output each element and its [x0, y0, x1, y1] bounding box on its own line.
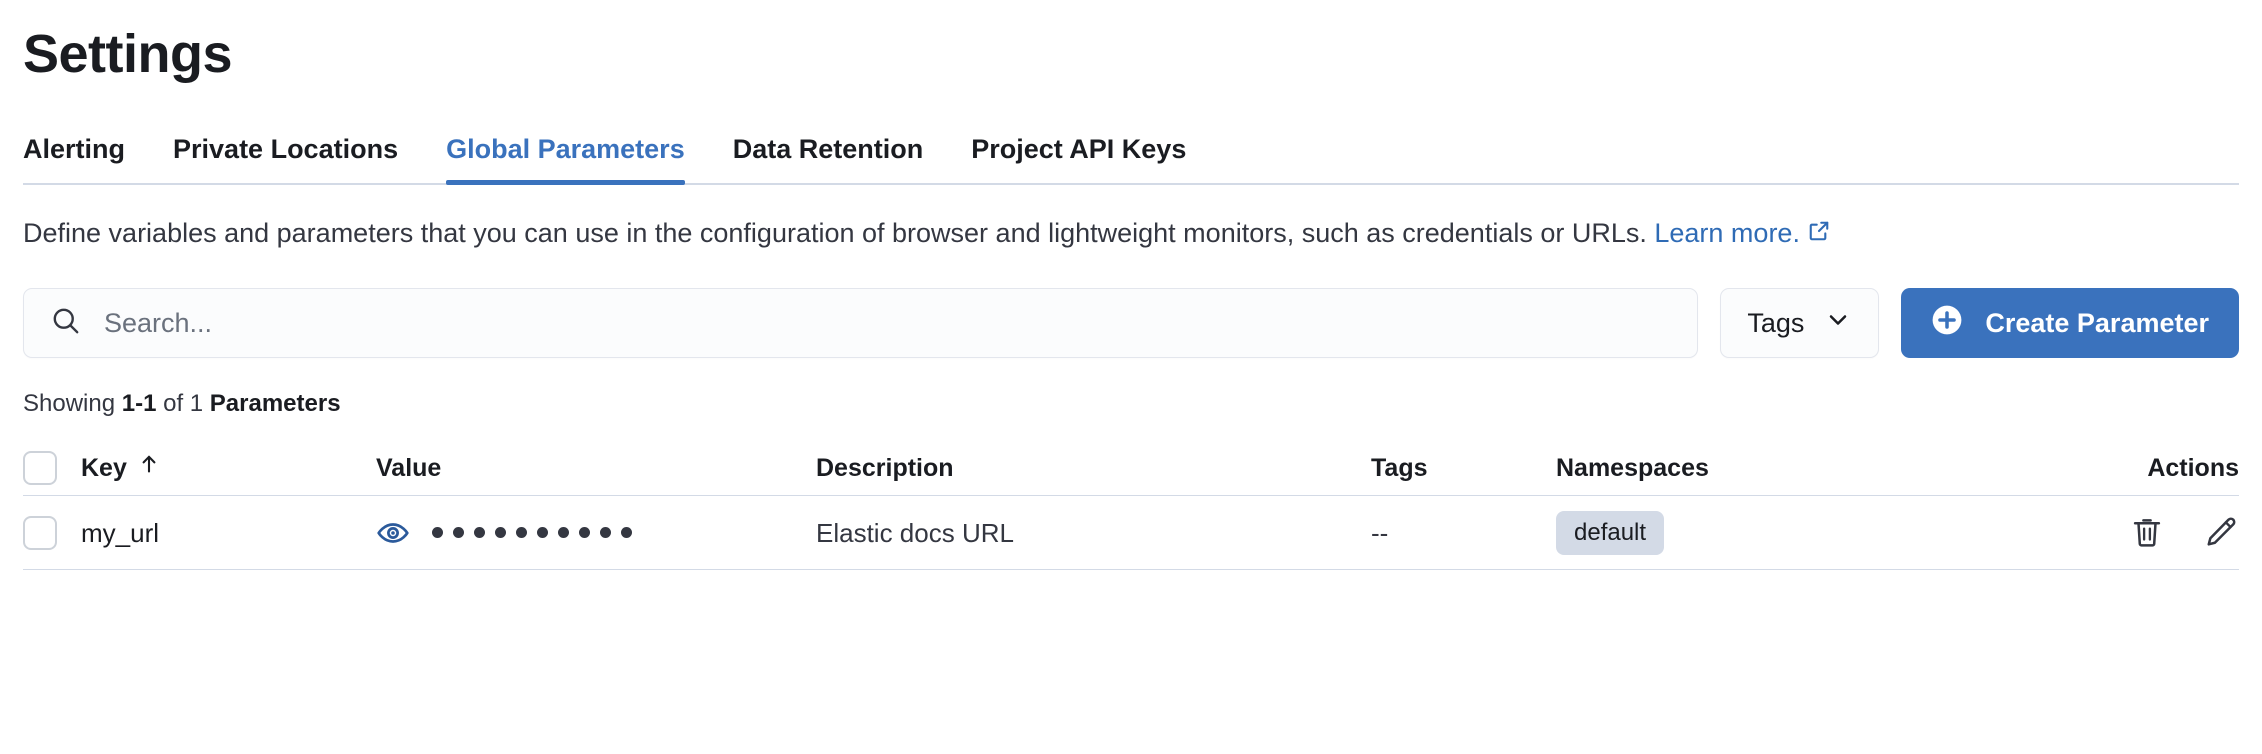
- parameter-key: my_url: [81, 517, 160, 548]
- table-header-row: Key Value Description Tags Namespaces Ac…: [23, 440, 2239, 496]
- tags-filter-button[interactable]: Tags: [1720, 288, 1880, 358]
- tab-alerting[interactable]: Alerting: [23, 134, 126, 164]
- parameter-tags: --: [1371, 517, 1389, 548]
- page-title: Settings: [23, 24, 233, 84]
- column-header-namespaces-label: Namespaces: [1556, 453, 1709, 482]
- create-parameter-button[interactable]: Create Parameter: [1901, 288, 2239, 358]
- column-header-namespaces: Namespaces: [1556, 453, 2064, 483]
- cell-namespaces: default: [1556, 510, 2064, 555]
- results-range: 1-1: [121, 390, 157, 417]
- external-link-icon: [1807, 210, 1831, 258]
- learn-more-link[interactable]: Learn more.: [1654, 218, 1800, 248]
- trash-icon[interactable]: [2129, 515, 2165, 551]
- create-parameter-label: Create Parameter: [1985, 307, 2209, 338]
- search-field[interactable]: [23, 288, 1699, 358]
- column-header-key[interactable]: Key: [81, 452, 376, 483]
- results-entity: Parameters: [209, 390, 341, 417]
- select-all-checkbox[interactable]: [23, 450, 57, 485]
- tab-private-locations[interactable]: Private Locations: [173, 134, 399, 164]
- tab-data-retention[interactable]: Data Retention: [732, 134, 924, 164]
- select-all-cell: [23, 450, 81, 485]
- arrow-up-icon: [137, 452, 161, 483]
- search-icon: [50, 305, 82, 342]
- parameter-description: Elastic docs URL: [816, 517, 1014, 548]
- page-description: Define variables and parameters that you…: [23, 209, 2203, 258]
- eye-icon[interactable]: [376, 516, 410, 550]
- column-header-value: Value: [376, 453, 816, 483]
- chevron-down-icon: [1824, 306, 1852, 341]
- cell-tags: --: [1371, 518, 1556, 548]
- description-text: Define variables and parameters that you…: [23, 218, 1655, 248]
- namespace-badge: default: [1556, 510, 1665, 555]
- results-count: Showing 1-1 of 1 Parameters: [23, 390, 2239, 418]
- results-prefix: Showing: [23, 390, 122, 417]
- pencil-icon[interactable]: [2203, 515, 2239, 551]
- row-select-cell: [23, 515, 81, 550]
- column-header-key-label: Key: [81, 453, 127, 482]
- column-header-value-label: Value: [376, 453, 442, 482]
- cell-key: my_url: [81, 518, 376, 548]
- column-header-actions-label: Actions: [2147, 453, 2239, 482]
- tags-filter-label: Tags: [1747, 307, 1805, 338]
- column-header-actions: Actions: [2064, 453, 2239, 483]
- search-input[interactable]: [102, 306, 1672, 340]
- settings-tabs: Alerting Private Locations Global Parame…: [23, 121, 2239, 185]
- column-header-description-label: Description: [816, 453, 954, 482]
- masked-value: [432, 527, 632, 538]
- row-select-checkbox[interactable]: [23, 515, 57, 550]
- column-header-description: Description: [816, 453, 1371, 483]
- toolbar: Tags Create Parameter: [23, 288, 2239, 358]
- cell-actions: [2064, 515, 2239, 551]
- parameters-table: Key Value Description Tags Namespaces Ac…: [23, 440, 2239, 570]
- results-middle: of 1: [156, 390, 210, 417]
- column-header-tags: Tags: [1371, 453, 1556, 483]
- cell-description: Elastic docs URL: [816, 518, 1371, 548]
- table-row: my_url Elastic docs URL -- default: [23, 496, 2239, 570]
- tab-global-parameters[interactable]: Global Parameters: [422, 133, 709, 185]
- cell-value: [376, 516, 816, 550]
- column-header-tags-label: Tags: [1371, 453, 1428, 482]
- plus-circle-icon: [1931, 304, 1963, 343]
- tab-project-api-keys[interactable]: Project API Keys: [971, 134, 1187, 164]
